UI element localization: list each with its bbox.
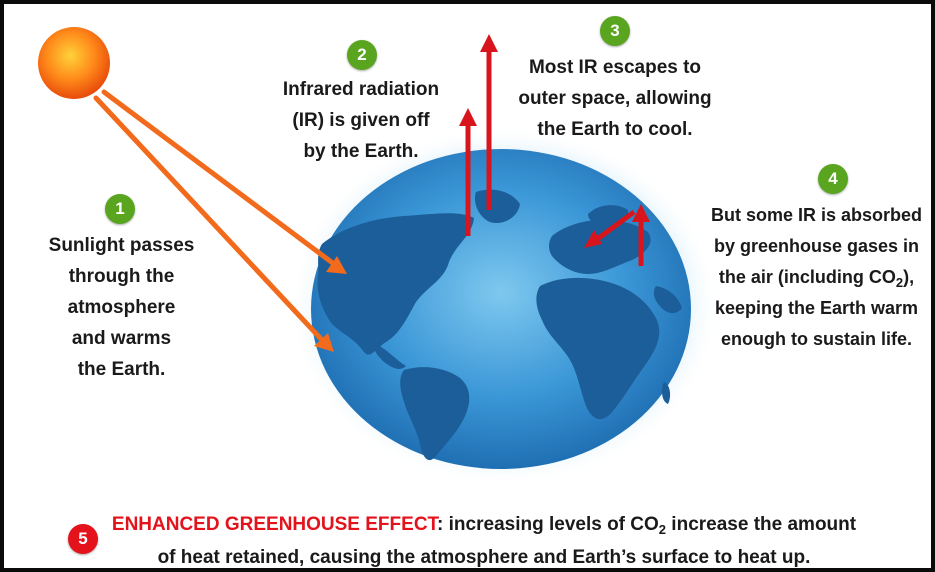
ir-arrow-icon — [465, 50, 644, 266]
step-3-line: the Earth to cool. — [537, 119, 693, 140]
step-3-line: Most IR escapes to — [528, 57, 702, 78]
diagram-canvas: 1 Sunlight passes through the atmosphere… — [4, 4, 931, 568]
sunlight-arrowhead — [314, 333, 334, 352]
sun-icon — [38, 27, 110, 99]
step-4-line: enough to sustain life. — [720, 329, 912, 349]
footer-text-post: increase the amount — [666, 514, 857, 535]
step-4-badge: 4 — [818, 164, 848, 194]
step-1-line: atmosphere — [67, 297, 176, 318]
sunlight-arrowhead — [326, 256, 347, 274]
sunlight-arrow-icon — [93, 89, 337, 343]
step-5-badge: 5 — [68, 524, 98, 554]
footer-line-2: of heat retained, causing the atmosphere… — [157, 547, 811, 568]
enhanced-greenhouse-heading: ENHANCED GREENHOUSE EFFECT — [111, 514, 438, 535]
step-2-line: by the Earth. — [303, 141, 419, 162]
step-4-text: But some IR is absorbed by greenhouse ga… — [702, 200, 931, 355]
step-4-line: keeping the Earth warm — [714, 298, 919, 318]
co2-subscript: 2 — [658, 522, 667, 537]
co2-subscript: 2 — [895, 275, 904, 290]
step-2-line: Infrared radiation — [282, 79, 440, 100]
ir-arrowhead — [632, 204, 650, 222]
continents — [317, 189, 682, 461]
step-1-text: Sunlight passes through the atmosphere a… — [34, 230, 209, 385]
step-1-line: Sunlight passes — [48, 235, 195, 256]
greenhouse-illustration — [38, 27, 719, 486]
step-4-line3-post: ), — [903, 267, 915, 287]
step-4-line: the air (including CO2), — [702, 262, 931, 293]
step-3-text: Most IR escapes to outer space, allowing… — [508, 52, 722, 145]
footer-text-pre: : increasing levels of CO — [437, 514, 659, 535]
step-1-line: through the — [68, 266, 175, 287]
ir-arrowhead — [480, 34, 498, 52]
ir-arrowhead — [584, 230, 602, 248]
footer-text: ENHANCED GREENHOUSE EFFECT: increasing l… — [54, 508, 914, 568]
ir-arrowhead — [459, 108, 477, 126]
step-3-line: outer space, allowing — [518, 88, 712, 109]
footer-line-1: ENHANCED GREENHOUSE EFFECT: increasing l… — [54, 508, 914, 541]
step-1-line: the Earth. — [77, 359, 166, 380]
step-3-badge: 3 — [600, 16, 630, 46]
step-4-line: But some IR is absorbed — [710, 205, 923, 225]
step-1-line: and warms — [71, 328, 172, 349]
step-2-text: Infrared radiation (IR) is given off by … — [266, 74, 456, 167]
step-2-badge: 2 — [347, 40, 377, 70]
step-2-line: (IR) is given off — [292, 110, 430, 131]
step-4-line3-pre: the air (including CO — [718, 267, 896, 287]
step-4-line: by greenhouse gases in — [713, 236, 920, 256]
step-1-badge: 1 — [105, 194, 135, 224]
